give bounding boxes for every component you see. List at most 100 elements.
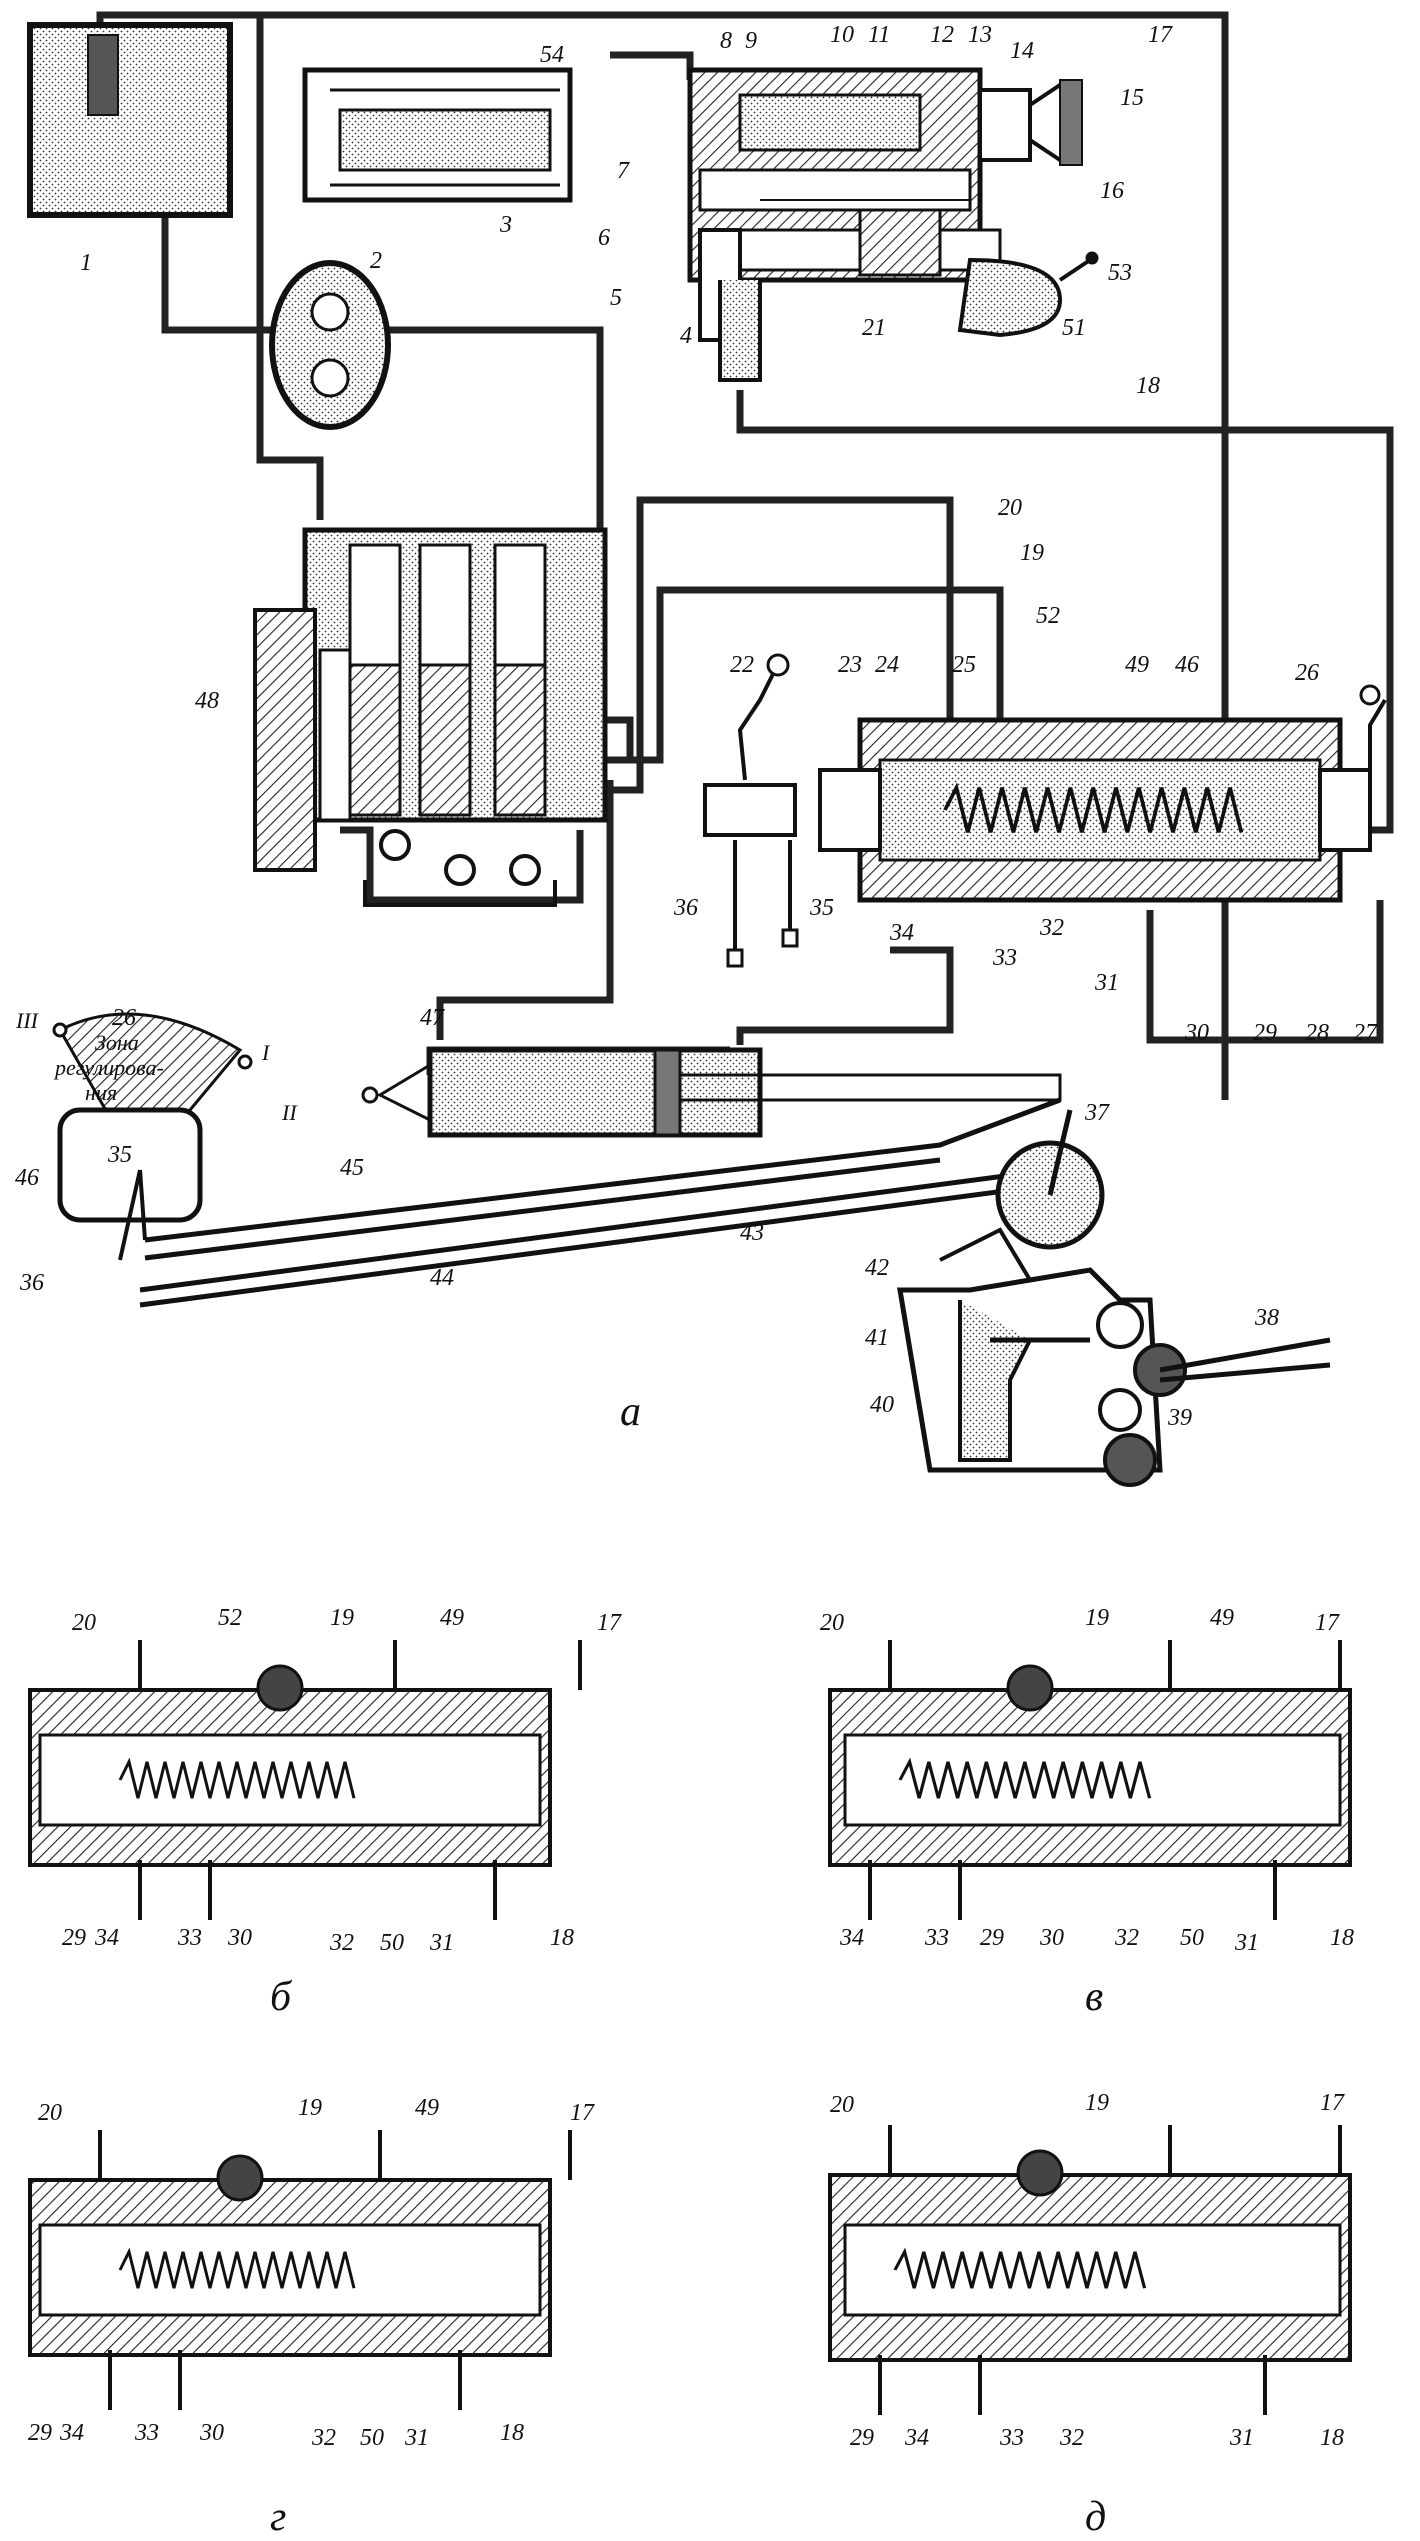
regulation-sector — [52, 1012, 253, 1261]
label-29: 29 — [1253, 1020, 1277, 1046]
dd-32: 32 — [1059, 2425, 1084, 2451]
dv-34: 34 — [839, 1925, 864, 1951]
dg-32: 32 — [311, 2425, 336, 2451]
roman-II: II — [281, 1100, 298, 1125]
hitch-mechanism — [897, 1109, 1331, 1487]
dd-17: 17 — [1320, 2090, 1345, 2116]
power-cylinder — [361, 1047, 1062, 1138]
tank-filter — [87, 34, 119, 116]
dg-50: 50 — [360, 2425, 384, 2451]
label-16: 16 — [1100, 178, 1124, 204]
db-34: 34 — [94, 1925, 119, 1951]
control-valve — [703, 653, 1387, 968]
tank — [27, 22, 233, 218]
label-47: 47 — [420, 1005, 445, 1031]
caption-d: д — [1085, 2494, 1106, 2540]
caption-b: б — [270, 1974, 293, 2020]
label-25: 25 — [952, 652, 976, 678]
label-46b: 46 — [1175, 652, 1199, 678]
label-3: 3 — [499, 212, 512, 238]
db-52: 52 — [218, 1605, 242, 1631]
part-labels: 1 2 3 4 5 6 7 8 9 10 11 12 13 14 15 16 1… — [15, 22, 1378, 1431]
sector-text: III I II Зона регулирова- ния — [15, 1008, 298, 1125]
pipe-19 — [590, 586, 1004, 764]
label-14: 14 — [1010, 38, 1034, 64]
db-18: 18 — [550, 1925, 574, 1951]
label-35b: 35 — [107, 1142, 132, 1168]
label-52: 52 — [1036, 603, 1060, 629]
caption-g: г — [270, 2494, 286, 2540]
label-9: 9 — [745, 28, 757, 54]
dv-32: 32 — [1114, 1925, 1139, 1951]
label-4: 4 — [680, 323, 692, 349]
db-33: 33 — [177, 1925, 202, 1951]
roman-I: I — [261, 1040, 271, 1065]
dg-33: 33 — [134, 2420, 159, 2446]
label-1: 1 — [80, 250, 92, 276]
dg-19: 19 — [298, 2095, 322, 2121]
label-7: 7 — [617, 158, 630, 184]
label-36: 36 — [673, 895, 698, 921]
label-40: 40 — [870, 1392, 894, 1418]
label-6: 6 — [598, 225, 610, 251]
label-32: 32 — [1039, 915, 1064, 941]
detail-d-labels: 20 19 17 29 34 33 32 31 18 — [830, 2090, 1345, 2451]
pipe-18 — [736, 390, 1394, 834]
detail-b-labels: 20 52 19 49 17 29 34 33 30 32 50 31 18 — [62, 1605, 622, 1956]
dg-29: 29 — [28, 2420, 52, 2446]
dd-33: 33 — [999, 2425, 1024, 2451]
label-36b: 36 — [19, 1270, 44, 1296]
detail-v-labels: 20 19 49 17 34 33 29 30 32 50 31 18 — [820, 1605, 1354, 1956]
db-49: 49 — [440, 1605, 464, 1631]
dv-18: 18 — [1330, 1925, 1354, 1951]
zone-line-2: регулирова- — [53, 1055, 164, 1080]
detail-b — [28, 1640, 582, 1920]
label-48: 48 — [195, 688, 219, 714]
label-54: 54 — [540, 42, 564, 68]
label-13: 13 — [968, 22, 992, 48]
label-34: 34 — [889, 920, 914, 946]
dg-31: 31 — [404, 2425, 429, 2451]
label-46: 46 — [15, 1165, 39, 1191]
label-12: 12 — [930, 22, 954, 48]
label-51: 51 — [1062, 315, 1086, 341]
label-31: 31 — [1094, 970, 1119, 996]
detail-d — [828, 2125, 1352, 2415]
label-41: 41 — [865, 1325, 889, 1351]
gear-pump — [269, 260, 391, 430]
label-19: 19 — [1020, 540, 1044, 566]
label-21: 21 — [862, 315, 886, 341]
pipe-33 — [736, 946, 954, 1045]
label-15: 15 — [1120, 85, 1144, 111]
dg-49: 49 — [415, 2095, 439, 2121]
detail-v — [828, 1640, 1352, 1920]
label-44: 44 — [430, 1265, 454, 1291]
regulator-block — [687, 67, 1099, 382]
caption-v: в — [1085, 1974, 1103, 2020]
dd-20: 20 — [830, 2092, 854, 2118]
dd-31: 31 — [1229, 2425, 1254, 2451]
roman-III: III — [15, 1008, 40, 1033]
label-5: 5 — [610, 285, 622, 311]
dg-34: 34 — [59, 2420, 84, 2446]
label-39: 39 — [1167, 1405, 1192, 1431]
dg-17: 17 — [570, 2100, 595, 2126]
db-29: 29 — [62, 1925, 86, 1951]
label-11: 11 — [868, 22, 890, 48]
distributor — [253, 527, 608, 907]
db-17: 17 — [597, 1610, 622, 1636]
label-38: 38 — [1254, 1305, 1279, 1331]
dg-30: 30 — [199, 2420, 224, 2446]
label-17: 17 — [1148, 22, 1173, 48]
label-30: 30 — [1184, 1020, 1209, 1046]
dd-19: 19 — [1085, 2090, 1109, 2116]
label-22: 22 — [730, 652, 754, 678]
label-26: 26 — [1295, 660, 1319, 686]
db-32: 32 — [329, 1930, 354, 1956]
dv-31: 31 — [1234, 1930, 1259, 1956]
caption-a: а — [620, 1389, 641, 1435]
label-2: 2 — [370, 248, 382, 274]
label-23: 23 — [838, 652, 862, 678]
label-37: 37 — [1084, 1100, 1110, 1126]
